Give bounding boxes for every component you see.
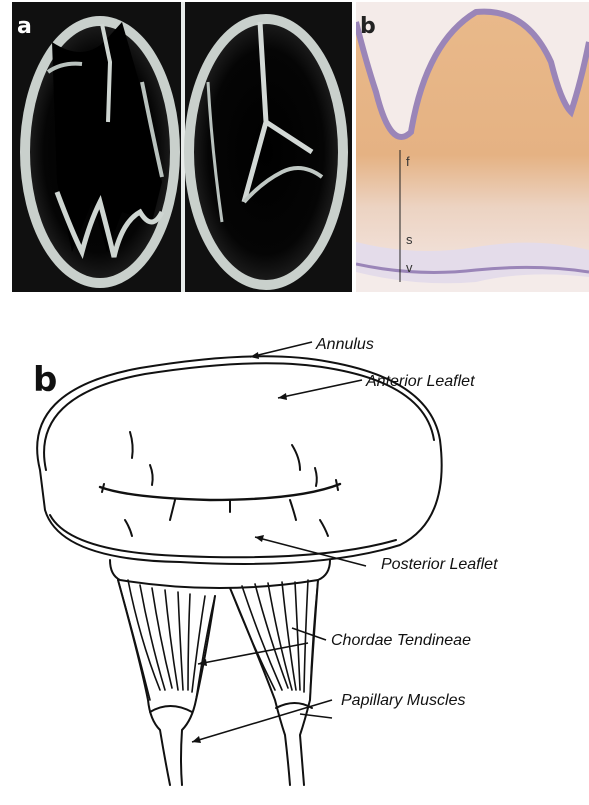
histology-photo-panel: b f s v	[356, 2, 589, 292]
left-valve-specimen	[20, 16, 180, 288]
layer-label-fibrosa: f	[406, 154, 410, 169]
layer-label-ventricularis: v	[406, 260, 413, 275]
panel-b-letter: b	[360, 14, 376, 39]
papillary-leader-left	[192, 700, 332, 742]
right-valve-specimen	[184, 14, 348, 290]
label-chordae-tendineae: Chordae Tendineae	[331, 632, 471, 650]
diagram-letter: b	[33, 360, 57, 400]
mitral-valve-diagram	[0, 300, 589, 800]
label-anterior-leaflet: Anterior Leaflet	[366, 373, 475, 391]
label-posterior-leaflet: Posterior Leaflet	[381, 556, 498, 574]
label-annulus: Annulus	[316, 336, 374, 354]
label-papillary-muscles: Papillary Muscles	[341, 692, 465, 710]
right-chordae	[230, 580, 318, 700]
annulus-leader	[250, 342, 312, 357]
valve-line-drawing	[0, 300, 589, 800]
layer-label-spongiosa: s	[406, 232, 413, 247]
histology-illustration	[356, 2, 589, 292]
panel-a-letter: a	[17, 14, 32, 39]
valve-photo-panel: a	[12, 2, 352, 292]
anterior-leaflet-leader	[278, 380, 362, 398]
valve-photo-illustration	[12, 2, 352, 292]
coaptation-line	[100, 484, 340, 500]
